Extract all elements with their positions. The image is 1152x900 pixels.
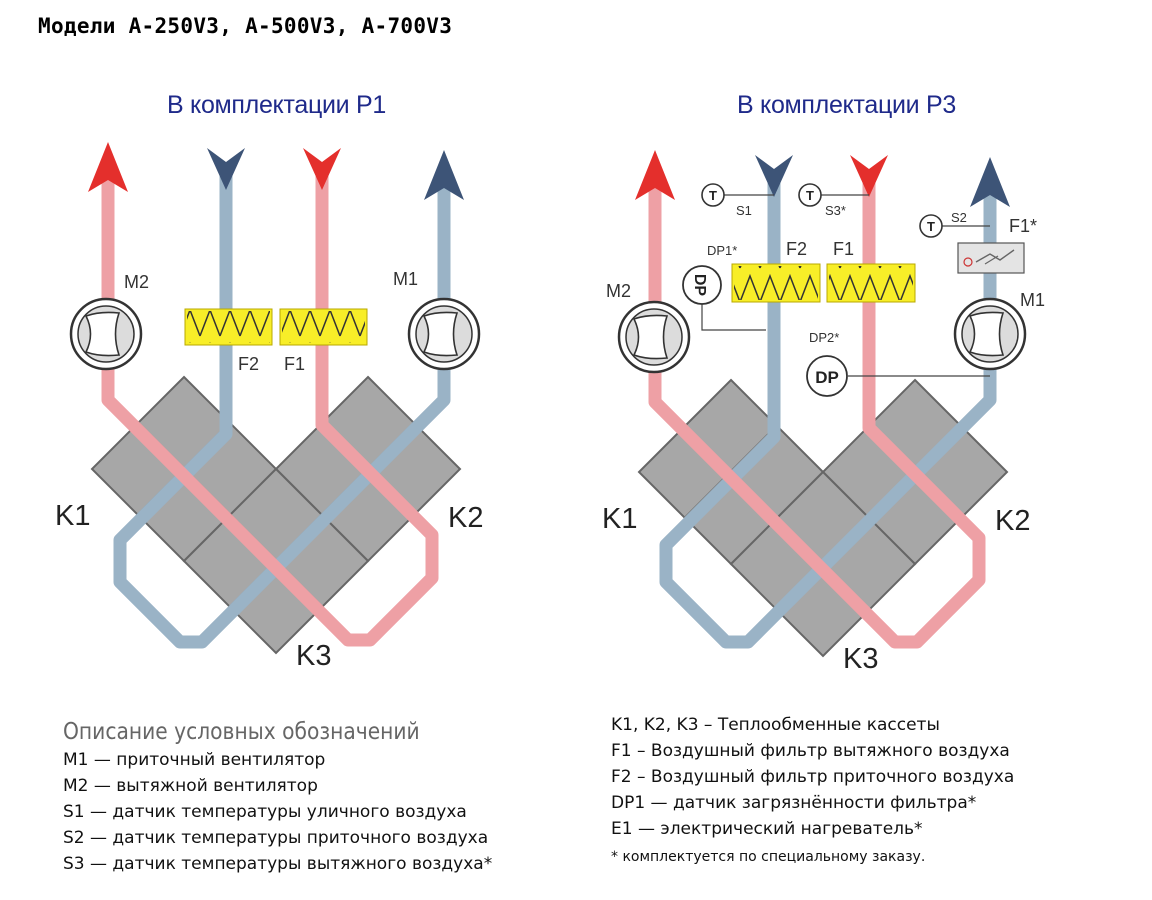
right-fan-m1 (953, 297, 1027, 371)
right-dp2-sensor: DP (806, 355, 848, 397)
right-label-s1: S1 (736, 203, 752, 218)
right-label-s2: S2 (951, 210, 967, 225)
left-diagram: M2 M1 F2 F1 K1 K2 K3 (55, 142, 483, 672)
legend-item: DP1 — датчик загрязнённости фильтра* (611, 793, 977, 813)
right-label-f1: F1 (833, 239, 854, 259)
legend-item: S3 — датчик температуры вытяжного воздух… (63, 854, 493, 874)
svg-text:T: T (927, 219, 935, 234)
right-arrow-out-red (635, 150, 675, 200)
right-diagram: DP DP T T T S1 S3* S2 F1* DP1* DP2* F2 F… (602, 150, 1045, 675)
legend-item: F2 – Воздушный фильтр приточного воздуха (611, 767, 1015, 787)
legend-item: F1 – Воздушный фильтр вытяжного воздуха (611, 741, 1010, 761)
left-label-m1: M1 (393, 269, 418, 289)
svg-text:T: T (806, 188, 814, 203)
svg-text:T: T (709, 188, 717, 203)
right-label-f1-star: F1* (1009, 216, 1037, 236)
right-fan-m2 (617, 300, 691, 374)
left-label-k1: K1 (55, 500, 90, 532)
right-sensor-s1: T (701, 183, 725, 207)
left-duct-m1-supply (113, 170, 451, 649)
left-arrow-in-blue (207, 148, 245, 190)
left-fan-m2 (69, 297, 143, 371)
right-label-s3: S3* (825, 203, 846, 218)
legend-item: M1 — приточный вентилятор (63, 750, 326, 770)
right-label-k2: K2 (995, 505, 1030, 537)
right-heater-e1 (957, 242, 1025, 274)
right-sensor-s2: T (919, 214, 943, 238)
right-label-dp2: DP2* (809, 330, 839, 345)
left-fan-m1 (407, 297, 481, 371)
right-arrow-out-blue (970, 157, 1010, 207)
right-dp1-text: DP (691, 274, 708, 297)
left-label-m2: M2 (124, 272, 149, 292)
right-label-k1: K1 (602, 503, 637, 535)
legend-title: Описание условных обозначений (63, 719, 420, 745)
right-sensor-s3: T (798, 183, 822, 207)
right-dp2-text: DP (815, 368, 839, 387)
legend-left: Описание условных обозначений M1 — прито… (63, 717, 492, 877)
legend-right: K1, K2, K3 – Теплообменные кассеты F1 – … (611, 712, 1014, 872)
left-label-f2: F2 (238, 354, 259, 374)
left-duct-m2-exhaust (101, 170, 439, 647)
left-arrow-out-red (88, 142, 128, 192)
left-label-f1: F1 (284, 354, 305, 374)
legend-footnote: * комплектуется по специальному заказу. (611, 849, 926, 865)
left-label-k3: K3 (296, 640, 331, 672)
left-subtitle: В комплектации P1 (167, 91, 386, 119)
legend-item: K1, K2, K3 – Теплообменные кассеты (611, 715, 940, 735)
right-arrow-in-red (850, 155, 888, 197)
right-arrow-in-blue (755, 155, 793, 197)
right-duct-m1-supply (659, 175, 997, 649)
right-subtitle: В комплектации P3 (737, 91, 956, 119)
legend-item: S2 — датчик температуры приточного возду… (63, 828, 489, 848)
right-label-m1: M1 (1020, 290, 1045, 310)
right-label-k3: K3 (843, 643, 878, 675)
left-label-k2: K2 (448, 502, 483, 534)
right-label-m2: M2 (606, 281, 631, 301)
page-heading: Модели A-250V3, A-500V3, A-700V3 (38, 14, 453, 38)
legend-item: S1 — датчик температуры уличного воздуха (63, 802, 467, 822)
right-dp1-sensor: DP (682, 265, 722, 305)
right-duct-m2-exhaust (648, 178, 986, 649)
left-arrow-in-red (303, 148, 341, 190)
right-label-f2: F2 (786, 239, 807, 259)
legend-item: M2 — вытяжной вентилятор (63, 776, 318, 796)
legend-item: E1 — электрический нагреватель* (611, 819, 923, 839)
left-arrow-out-blue (424, 150, 464, 200)
right-label-dp1: DP1* (707, 243, 737, 258)
